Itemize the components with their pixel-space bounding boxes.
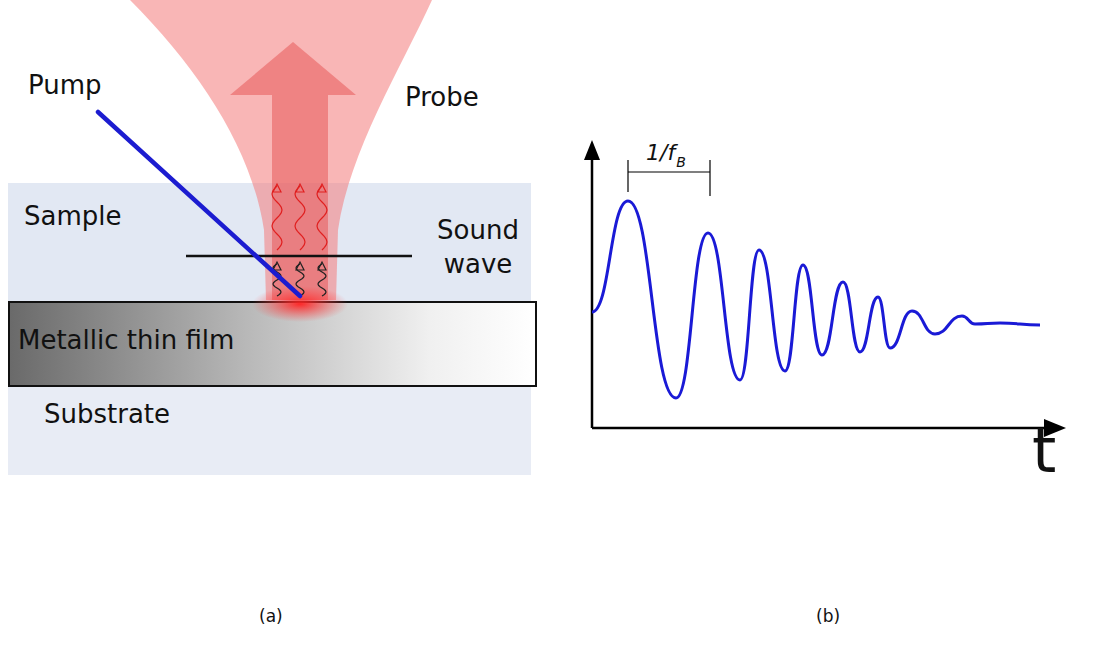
probe-arrow — [230, 42, 356, 300]
period-bracket — [709, 160, 710, 196]
phonon-arrow-head — [273, 262, 281, 270]
photon-arrow-head — [296, 184, 304, 192]
probe-label: Probe — [405, 82, 479, 112]
sound-wavefront — [186, 255, 412, 258]
period-subscript: B — [676, 154, 686, 170]
layer-label: Metallic thin film — [18, 325, 234, 355]
probe-beam — [130, 0, 432, 300]
substrate-layer: Substrate — [8, 387, 531, 475]
period-bracket — [628, 171, 710, 172]
panel-caption: (b) — [816, 606, 840, 626]
photon-arrow — [317, 186, 327, 250]
y-axis — [591, 152, 594, 428]
heated-spot — [252, 286, 348, 322]
signal-curve — [592, 201, 1040, 398]
photon-arrow — [295, 186, 305, 250]
layer-label: Sample — [24, 201, 122, 231]
x-axis — [592, 427, 1050, 430]
pump-beam — [98, 112, 300, 296]
panel-caption: (a) — [259, 606, 283, 626]
time-axis-label: t — [1032, 420, 1056, 482]
y-axis-head — [584, 140, 600, 160]
photon-arrow — [272, 186, 282, 250]
photon-arrow-head — [318, 184, 326, 192]
period-bracket — [627, 160, 628, 192]
pump-label: Pump — [28, 70, 102, 100]
phonon-arrow-head — [318, 262, 326, 270]
sound-wave-label: Sound wave — [428, 214, 528, 282]
photon-arrow-head — [273, 184, 281, 192]
period-label: 1/f — [646, 140, 675, 165]
phonon-arrow-head — [296, 262, 304, 270]
layer-label: Substrate — [44, 399, 170, 429]
